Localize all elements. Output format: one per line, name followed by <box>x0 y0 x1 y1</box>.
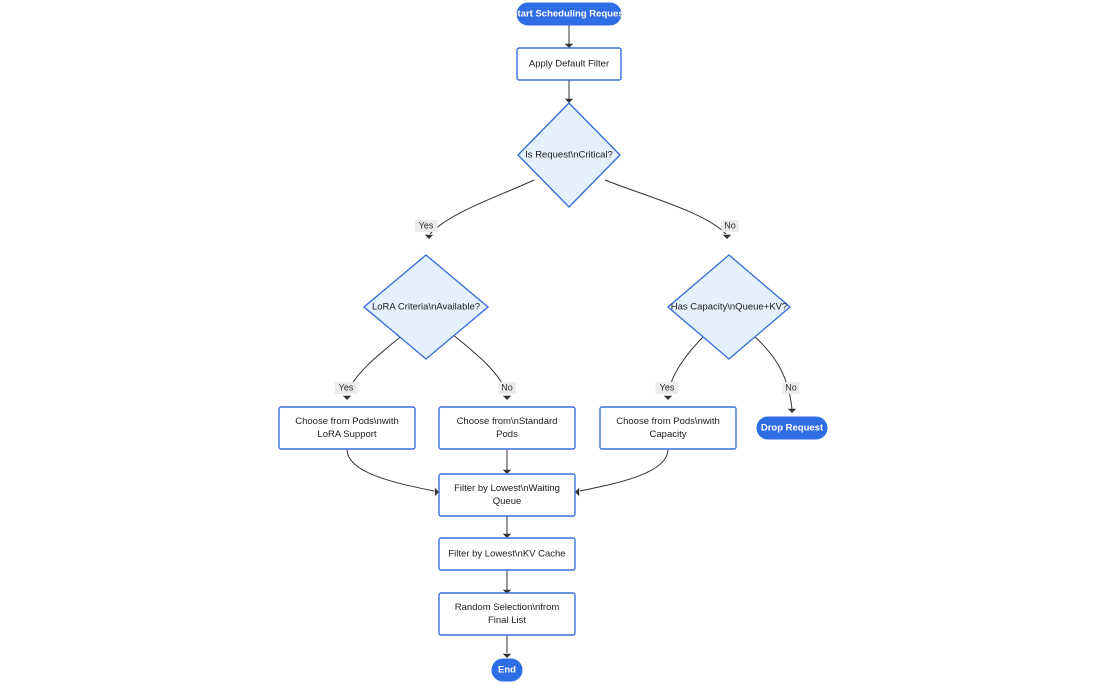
edge-arrowhead <box>502 469 512 474</box>
edge-label-no-1: No <box>721 220 739 232</box>
node-label-is_critical: Is Request\nCritical? <box>525 150 613 161</box>
edge-arrowhead <box>502 653 512 658</box>
node-label-pods_capacity: Choose from Pods\nwith <box>616 416 720 427</box>
node-start[interactable]: Start Scheduling Request <box>511 2 628 26</box>
edge-label-text: Yes <box>339 382 354 392</box>
node-is_critical[interactable]: Is Request\nCritical? <box>517 102 621 208</box>
node-shape-diamond <box>666 254 792 360</box>
edge-apply_filter-to-is_critical <box>564 80 574 103</box>
node-label-pods_capacity: Capacity <box>650 429 687 440</box>
edge-filter_kv-to-random_selection <box>502 570 512 594</box>
edge-label-background <box>334 382 358 394</box>
node-label-filter_kv: Filter by Lowest\nKV Cache <box>448 549 565 560</box>
node-label-start: Start Scheduling Request <box>511 9 627 20</box>
edge-arrowhead <box>502 533 512 538</box>
node-has_capacity[interactable]: Has Capacity\nQueue+KV? <box>666 254 792 360</box>
node-label-drop_request: Drop Request <box>761 423 824 434</box>
edge-label-background <box>655 382 679 394</box>
node-label-apply_filter: Apply Default Filter <box>529 59 609 70</box>
edge-label-background <box>414 220 438 232</box>
node-label-pods_lora: Choose from Pods\nwith <box>295 416 399 427</box>
node-shape-stadium <box>491 658 523 682</box>
node-label-has_capacity: Has Capacity\nQueue+KV? <box>671 302 787 313</box>
edge-start-to-apply_filter <box>564 25 574 48</box>
node-label-end: End <box>498 665 516 676</box>
node-shape-stadium <box>756 416 828 440</box>
node-apply_filter[interactable]: Apply Default Filter <box>516 47 622 81</box>
node-shape-rect <box>516 47 622 81</box>
edge-arrowhead <box>663 395 673 400</box>
node-shape-diamond <box>517 102 621 208</box>
node-label-pods_standard: Pods <box>496 429 518 440</box>
node-shape-rect <box>438 473 576 517</box>
node-shape-rect <box>278 406 416 450</box>
edge-filter_queue-to-filter_kv <box>502 516 512 538</box>
edge-label-yes-4: Yes <box>655 382 679 394</box>
edge-label-text: Yes <box>660 382 675 392</box>
node-end[interactable]: End <box>491 658 523 682</box>
node-label-filter_queue: Filter by Lowest\nWaiting <box>454 483 560 494</box>
edge-is_critical-to-lora_criteria <box>424 179 535 239</box>
edge-label-text: No <box>785 382 797 392</box>
node-shape-diamond <box>362 254 490 360</box>
edge-label-yes-2: Yes <box>334 382 358 394</box>
edge-arrowhead <box>434 487 439 497</box>
edge-arrowhead <box>564 98 574 103</box>
edge-pods_standard-to-filter_queue <box>502 450 512 474</box>
node-filter_kv[interactable]: Filter by Lowest\nKV Cache <box>438 537 576 571</box>
edge-arrowhead <box>564 43 574 48</box>
edge-label-text: No <box>724 220 736 230</box>
edge-label-yes-0: Yes <box>414 220 438 232</box>
edge-label-background <box>498 382 516 394</box>
edge-label-text: Yes <box>419 220 434 230</box>
edge-pods_lora-to-filter_queue <box>346 449 439 497</box>
node-shape-rect <box>438 592 576 636</box>
edge-arrowhead <box>502 589 512 594</box>
node-label-pods_standard: Choose from\nStandard <box>457 416 558 427</box>
node-shape-rect <box>599 406 737 450</box>
node-lora_criteria[interactable]: LoRA Criteria\nAvailable? <box>362 254 490 360</box>
node-drop_request[interactable]: Drop Request <box>756 416 828 440</box>
edge-arrowhead <box>502 395 512 400</box>
edge-label-background <box>721 220 739 232</box>
node-shape-rect <box>438 406 576 450</box>
edge-has_capacity-to-drop_request <box>751 333 797 413</box>
node-label-filter_queue: Queue <box>493 496 522 507</box>
edge-is_critical-to-has_capacity <box>604 179 732 239</box>
edge-label-text: No <box>501 382 513 392</box>
node-shape-rect <box>438 537 576 571</box>
edge-arrowhead <box>787 408 797 413</box>
node-label-random_selection: Random Selection\nfrom <box>455 602 560 613</box>
node-label-lora_criteria: LoRA Criteria\nAvailable? <box>372 302 480 313</box>
edge-arrowhead <box>424 234 434 239</box>
edge-arrowhead <box>342 395 352 400</box>
edge-random_selection-to-end <box>502 635 512 658</box>
edge-pods_capacity-to-filter_queue <box>575 449 669 497</box>
node-label-pods_lora: LoRA Support <box>317 429 377 440</box>
edge-arrowhead <box>722 234 732 239</box>
node-label-random_selection: Final List <box>488 615 526 626</box>
node-shape-stadium <box>516 2 622 26</box>
edge-label-no-5: No <box>782 382 800 394</box>
edge-label-no-3: No <box>498 382 516 394</box>
edge-arrowhead <box>575 487 580 497</box>
edge-label-background <box>782 382 800 394</box>
